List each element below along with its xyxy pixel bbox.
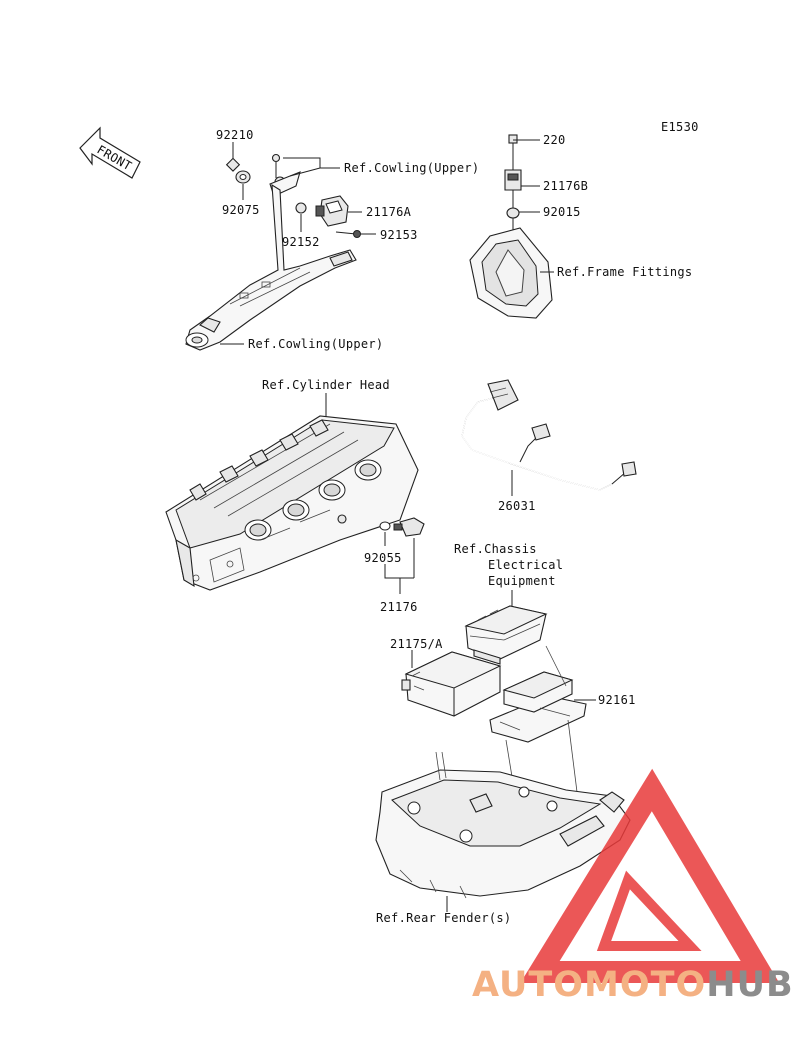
label-26031: 26031 xyxy=(498,499,536,513)
part-21176a-sensor xyxy=(315,195,349,227)
label-92152: 92152 xyxy=(282,235,320,249)
watermark-part1: AUTOMOTO xyxy=(472,965,706,1005)
cylinder-head xyxy=(165,415,419,591)
bolt-top-icon xyxy=(271,153,281,163)
label-ref-chassis-1: Ref.Chassis xyxy=(454,542,537,556)
label-220: 220 xyxy=(543,133,566,147)
part-92153-bolt xyxy=(353,230,361,238)
label-ref-chassis-3: Equipment xyxy=(488,574,556,588)
label-ref-chassis-2: Electrical xyxy=(488,558,563,572)
label-92055: 92055 xyxy=(364,551,402,565)
part-92055-washer xyxy=(379,521,391,531)
leader-lines-top-left xyxy=(220,142,376,345)
label-92015: 92015 xyxy=(543,205,581,219)
label-ref-cowling-upper-top: Ref.Cowling(Upper) xyxy=(344,161,479,175)
label-92210: 92210 xyxy=(216,128,254,142)
label-ref-frame-fittings: Ref.Frame Fittings xyxy=(557,265,692,279)
label-ref-cowling-upper-bottom: Ref.Cowling(Upper) xyxy=(248,337,383,351)
part-92015-grommet xyxy=(506,207,520,219)
part-21175a-ecu xyxy=(401,651,502,717)
part-92210-nut xyxy=(225,157,241,172)
label-ref-cylinder-head: Ref.Cylinder Head xyxy=(262,378,390,392)
part-92152-collar xyxy=(295,202,307,214)
label-21176b: 21176B xyxy=(543,179,588,193)
diagram-code: E1530 xyxy=(661,120,699,134)
automotohub-logo xyxy=(520,768,780,983)
label-92161: 92161 xyxy=(598,693,636,707)
part-26031-harness xyxy=(461,379,637,496)
label-92075: 92075 xyxy=(222,203,260,217)
watermark-text: AUTOMOTOHUB xyxy=(472,965,794,1005)
part-220-screw xyxy=(508,134,518,144)
upper-bracket-group xyxy=(185,153,361,351)
head-sensor-group xyxy=(379,517,425,594)
label-21176a: 21176A xyxy=(366,205,412,219)
logo-triangle-icon xyxy=(520,768,780,983)
ecu-upper-unit xyxy=(464,605,548,665)
label-92153: 92153 xyxy=(380,228,418,242)
harness-connector-end xyxy=(621,461,637,477)
watermark-part2: HUB xyxy=(706,965,793,1005)
label-21175a: 21175/A xyxy=(390,637,443,651)
part-92161-holder xyxy=(489,671,587,743)
front-arrow-icon: FRONT xyxy=(79,126,141,179)
label-21176: 21176 xyxy=(380,600,418,614)
part-21176-sensor xyxy=(399,517,425,537)
harness-connector-mid xyxy=(531,423,551,441)
cowling-stay-bracket xyxy=(185,183,357,351)
rear-fender xyxy=(375,751,631,899)
label-ref-rear-fender: Ref.Rear Fender(s) xyxy=(376,911,511,925)
frame-sensor-group xyxy=(469,134,554,319)
